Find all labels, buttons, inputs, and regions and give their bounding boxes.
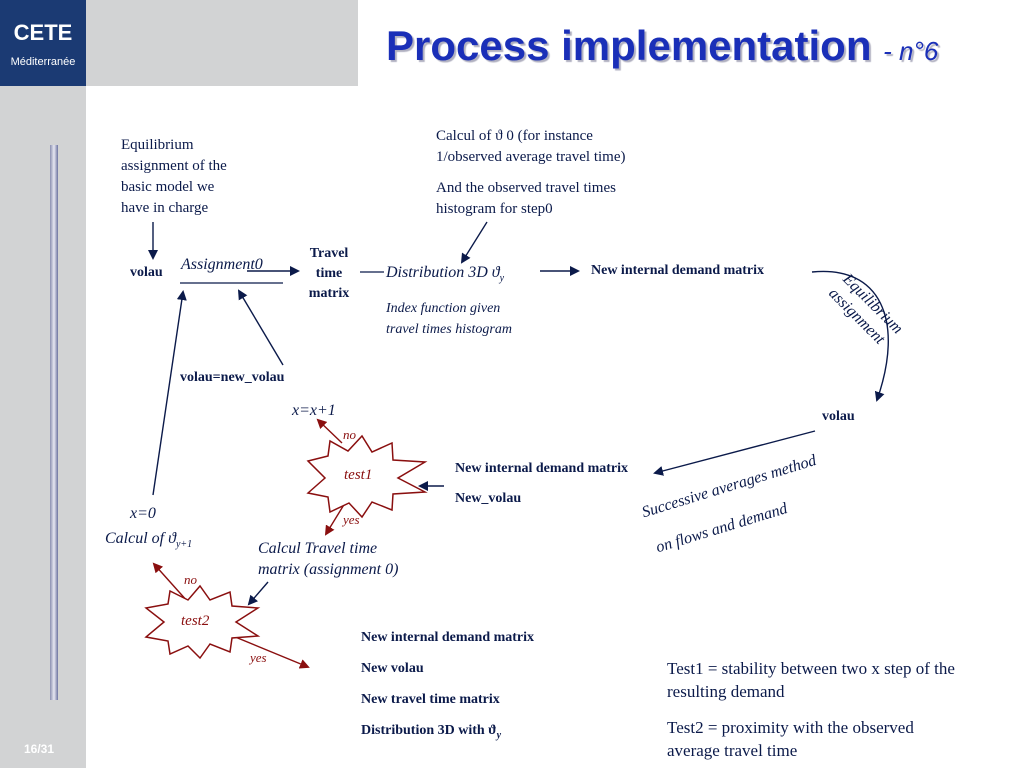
index-note-line: Index function given [386,301,501,316]
calcul-travel-line: Calcul Travel time [258,540,378,557]
curve-matrix-to-volau [811,270,889,402]
top-banner [86,0,358,86]
final-list-item: New internal demand matrix [361,630,535,645]
calcul-note: Calcul of ϑ 0 (for instance 1/observed a… [436,126,626,168]
yes-label-1: yes [343,512,360,527]
calcul-travel-line: matrix (assignment 0) [258,561,399,578]
final-list-subscript: y [496,729,502,741]
histogram-note-line: And the observed travel times [436,180,616,196]
equilibrium-note: Equilibrium assignment of the basic mode… [121,135,227,219]
arrow-calcul-to-test2 [247,581,269,606]
new-matrix-label-1: New internal demand matrix [591,263,765,278]
volau-label: volau [130,265,163,280]
volau-new-label: volau=new_volau [180,370,285,385]
index-note: Index function given travel times histog… [386,298,512,340]
logo-sub-text: Méditerranée [10,56,76,68]
arrow-volau-to-successive [653,430,816,476]
final-output-list: New internal demand matrix New volau New… [361,622,534,751]
distribution-label: Distribution 3D ϑy [386,264,504,284]
test2-def-line: Test2 = proximity with the observed [667,718,914,737]
arrow-test1-yes [324,502,346,536]
arrow-calcul-to-distribution [460,221,488,264]
yes-label-2: yes [250,650,267,665]
arrow-test2-no [152,562,189,603]
equilibrium-note-line: Equilibrium [121,137,194,153]
new-matrix-label-2: New internal demand matrix [455,461,629,476]
final-list-item: New travel time matrix [361,692,500,707]
test2-label: test2 [181,613,210,629]
final-list-item: New volau [361,661,424,676]
distribution-subscript: y [499,273,505,285]
arrow-test1-no [316,418,343,444]
test2-star [144,584,261,660]
arrow-newvolau-to-assignment [237,289,284,366]
assignment0-label: Assignment0 [181,256,263,273]
no-label-1: no [343,427,356,442]
equilibrium-note-line: have in charge [121,200,209,216]
volau-label-2: volau [822,409,855,424]
calcul-note-line: Calcul of ϑ 0 (for instance [436,128,593,144]
decorative-bar [50,145,58,700]
arrow-x0-to-assignment [152,290,187,496]
distribution-text: Distribution 3D ϑ [386,264,500,281]
no-label-2: no [184,572,197,587]
equilibrium-note-line: basic model we [121,179,215,195]
arrow-test2-yes [227,633,310,669]
x-increment: x=x+1 [292,402,336,419]
content-corner [86,86,196,196]
ttm-line: matrix [308,286,350,301]
index-note-line: travel times histogram [386,322,512,337]
final-list-text: Distribution 3D with ϑ [361,723,497,738]
final-list-item: Distribution 3D with ϑy [361,715,534,751]
histogram-note-line: histogram for step0 [436,201,553,217]
cete-logo: CETE Méditerranée [0,0,86,86]
test1-label: test1 [344,467,373,483]
title-main: Process implementation [386,22,872,69]
title-sub: - n°6 [883,36,939,66]
test2-def-line: average travel time [667,741,798,760]
page-title: Process implementation - n°6 [386,22,938,70]
calcul-of-text: Calcul of ϑ [105,530,176,547]
histogram-note: And the observed travel times histogram … [436,178,616,220]
x0-label: x=0 [130,505,156,522]
new-volau-label: New_volau [455,491,522,506]
test1-def-line: resulting demand [667,682,785,701]
test1-def-line: Test1 = stability between two x step of … [667,659,955,678]
calcul-of-label: Calcul of ϑy+1 [105,530,192,550]
left-sidebar [0,0,86,768]
ttm-line: time [315,266,343,281]
equilibrium-note-line: assignment of the [121,158,227,174]
logo-main-text: CETE [13,20,73,45]
test1-definition: Test1 = stability between two x step of … [667,657,955,703]
page-number: 16/31 [24,742,55,756]
calcul-of-subscript: y+1 [175,539,193,551]
calcul-travel-label: Calcul Travel time matrix (assignment 0) [258,538,398,580]
travel-time-matrix: Travel time matrix [302,244,356,304]
test1-star [306,434,428,519]
test2-definition: Test2 = proximity with the observed aver… [667,716,914,762]
calcul-note-line: 1/observed average travel time) [436,149,626,165]
ttm-line: Travel [309,246,349,261]
